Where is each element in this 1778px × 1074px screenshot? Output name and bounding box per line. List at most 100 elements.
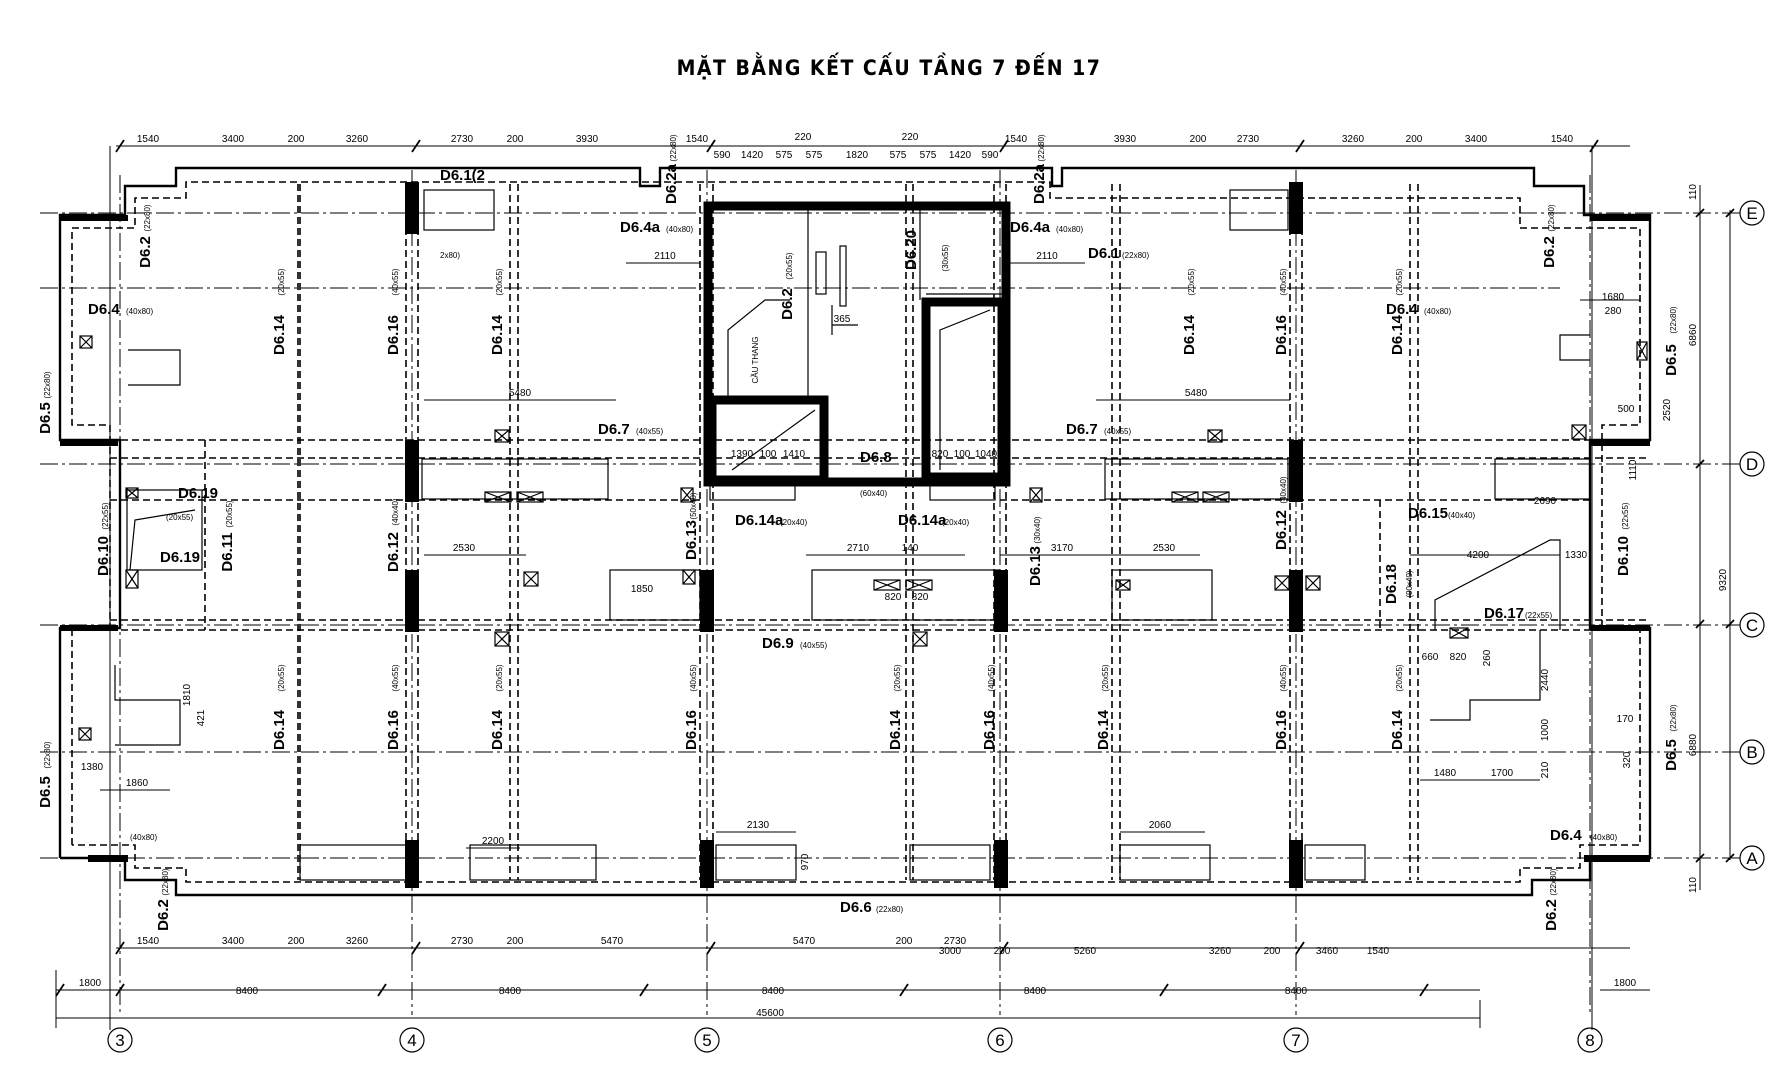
- grid-label-C: C: [1746, 616, 1758, 635]
- dim-top: 220: [795, 132, 812, 143]
- dim-misc: 2200: [482, 836, 505, 847]
- beam-label: (40x40): [391, 498, 400, 525]
- openings: [114, 189, 1591, 881]
- dim-misc: 100: [760, 449, 777, 460]
- grid-label-A: A: [1746, 849, 1758, 868]
- dim-top: 1540: [1551, 134, 1574, 145]
- dim-misc: 1410: [783, 449, 806, 460]
- beam-label: D6.10: [1615, 536, 1632, 576]
- dim-total: 45600: [756, 1008, 784, 1019]
- dim-misc: 820: [912, 592, 929, 603]
- dim-top: 575: [890, 150, 907, 161]
- beam-label: D6.2: [155, 899, 172, 931]
- beam-label: (40x80): [1424, 307, 1451, 316]
- grid-label-3: 3: [115, 1031, 124, 1050]
- dim-top: 1420: [741, 150, 764, 161]
- core-walls: [703, 201, 1011, 501]
- beam-label: D6.4: [1386, 301, 1418, 318]
- beam-label: D6.19: [160, 549, 200, 566]
- beam-size: (40x55): [1279, 268, 1288, 295]
- dim-misc: 660: [1422, 652, 1439, 663]
- dim-misc: 2110: [1036, 251, 1058, 262]
- grid-label-6: 6: [995, 1031, 1004, 1050]
- beam-label: D6.1(2: [440, 167, 485, 184]
- beam-label: (40x55): [1104, 427, 1131, 436]
- dim-top: 1820: [846, 150, 869, 161]
- dim-misc: 140: [902, 543, 919, 554]
- beam-label: (30x40): [1033, 516, 1042, 543]
- dim-right: 9320: [1718, 568, 1729, 591]
- grid-label-7: 7: [1291, 1031, 1300, 1050]
- beam-size: (20x55): [1395, 664, 1404, 691]
- beam-label: (22x80): [876, 905, 903, 914]
- dim-top: 220: [902, 132, 919, 143]
- dim-misc: 1860: [126, 778, 149, 789]
- dim-misc: 5480: [509, 388, 532, 399]
- beam-label: (22x80): [1547, 204, 1556, 231]
- beam-label: (60x40): [860, 489, 887, 498]
- dim-misc: 2130: [747, 820, 770, 831]
- beam-label: D6.14: [887, 709, 904, 750]
- dim-top: 3930: [1114, 134, 1137, 145]
- beam-label: (20x55): [166, 513, 193, 522]
- beam-labels: D6.1(2 2x80) D6.1 (22x80) D6.4a (40x80) …: [37, 134, 1680, 931]
- dim-misc: 1700: [1491, 768, 1514, 779]
- beam-label: D6.7: [598, 421, 630, 438]
- beam-label: (40x80): [126, 307, 153, 316]
- stair-label: CẦU THANG: [750, 337, 760, 384]
- dim-misc: 2060: [1149, 820, 1172, 831]
- dim-misc: 4200: [1467, 550, 1490, 561]
- beam-label: D6.5: [1663, 739, 1680, 771]
- dim-misc: 2710: [847, 543, 870, 554]
- beam-label: D6.16: [385, 710, 402, 750]
- beam-label: D6.16: [1273, 710, 1290, 750]
- beam-label: (22x80): [1122, 251, 1149, 260]
- beam-label: (22x80): [1669, 704, 1678, 731]
- right-dimensions: 110 6860 2520 1110 9320 6880 110 500: [1618, 184, 1729, 893]
- beam-label: D6.2a: [1031, 163, 1048, 204]
- dim-misc: 1480: [1434, 768, 1457, 779]
- dim-top: 3400: [1465, 134, 1488, 145]
- beam-label: D6.2: [137, 236, 154, 268]
- beam-label: D6.4: [1550, 827, 1582, 844]
- dim-misc: 1330: [1565, 550, 1588, 561]
- dim-misc: 320: [1622, 751, 1633, 768]
- beam-label: (22x80): [1037, 134, 1046, 161]
- dim-misc: 100: [954, 449, 971, 460]
- beam-label: D6.16: [683, 710, 700, 750]
- dim-bottom: 200: [288, 936, 305, 947]
- dim-top: 2730: [1237, 134, 1260, 145]
- dim-top: 1540: [137, 134, 160, 145]
- grid-label-4: 4: [407, 1031, 416, 1050]
- dim-right: 110: [1688, 184, 1699, 200]
- dim-bottom: 2730: [944, 936, 967, 947]
- dim-misc: 2690: [1534, 496, 1557, 507]
- dim-misc: 280: [1605, 306, 1622, 317]
- dim-misc: 210: [1540, 761, 1551, 778]
- beam-label: (22x55): [1525, 611, 1552, 620]
- beam-label: (22x80): [161, 868, 170, 895]
- dim-bottom: 5470: [601, 936, 624, 947]
- grid-bubbles: 3 4 5 6 7 8 E D C B A: [107, 200, 1765, 1053]
- dim-top: 575: [806, 150, 823, 161]
- dim-bottom: 3000: [939, 946, 962, 957]
- beam-size: (20x55): [1101, 664, 1110, 691]
- beam-label: D6.14a: [898, 512, 947, 529]
- dim-right: 6880: [1688, 733, 1699, 756]
- dim-top: 1540: [1005, 134, 1028, 145]
- dim-bottom: 1540: [137, 936, 160, 947]
- beam-label: D6.14: [1389, 709, 1406, 750]
- dim-bottom-2: 1800: [1614, 978, 1637, 989]
- dim-bottom: 200: [1264, 946, 1281, 957]
- beam-label: 2x80): [440, 251, 460, 260]
- beam-label: D6.17: [1484, 605, 1524, 622]
- beam-label: D6.14: [1389, 314, 1406, 355]
- dim-bottom-2: 8400: [1024, 986, 1047, 997]
- dim-bottom: 5260: [1074, 946, 1097, 957]
- beam-label: D6.10: [95, 536, 112, 576]
- beam-label: D6.7: [1066, 421, 1098, 438]
- beam-label: D6.11: [219, 532, 236, 571]
- beam-label: D6.16: [385, 315, 402, 355]
- dim-misc: 1040: [975, 449, 998, 460]
